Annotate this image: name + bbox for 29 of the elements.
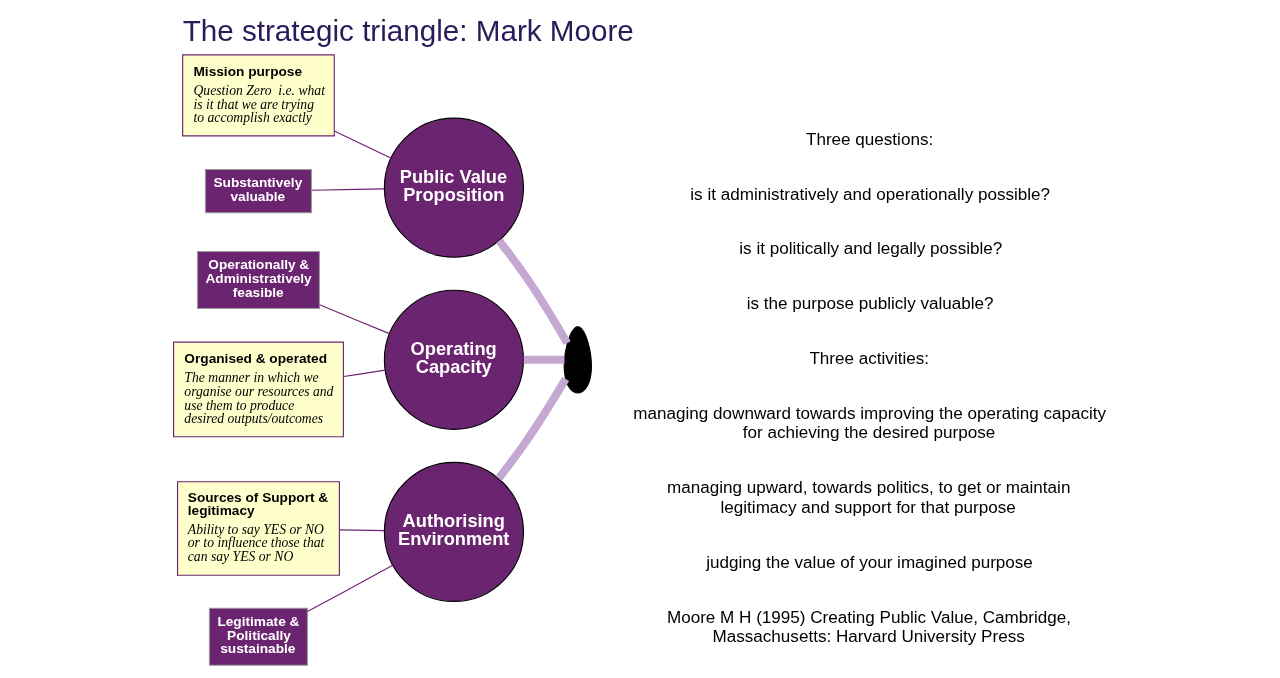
node-box: Legitimate & Politically sustainable <box>208 607 308 666</box>
label: Three activities: <box>808 348 929 368</box>
node-box: Organised & operated The manner in which we organise our resources and use them to produce desired outputs/outcomes <box>172 341 344 438</box>
connector <box>495 238 571 346</box>
label: is the purpose publicly valuable? <box>746 294 994 314</box>
label: managing upward, towards politics, to get or maintain legitimacy and support for that purpose <box>666 478 1070 517</box>
connector <box>342 369 386 378</box>
node-circle: Authorising Environment <box>383 461 524 602</box>
label: judging the value of your imagined purpose <box>705 552 1033 572</box>
connector <box>310 188 385 191</box>
node-circle: Public Value Proposition <box>383 117 524 258</box>
label: is it administratively and operationally possible? <box>689 184 1050 204</box>
node-box: Sources of Support & legitimacy Ability to say YES or NO or to influence those that can say YES or NO <box>176 481 340 576</box>
connector <box>333 130 391 159</box>
connector <box>495 376 569 481</box>
label: Moore M H (1995) Creating Public Value, Cambridge, Massachusetts: Harvard University Press <box>666 608 1071 647</box>
connector <box>338 529 385 532</box>
label: Three questions: <box>805 129 933 149</box>
connector <box>523 355 564 364</box>
label: managing downward towards improving the operating capacity for achieving the desired purpose <box>632 404 1106 443</box>
node-box: Substantively valuable <box>204 168 312 214</box>
node-box: Operationally & Administratively feasible <box>196 250 320 310</box>
connector <box>318 304 390 335</box>
diagram-title: The strategic triangle: Mark Moore <box>182 14 634 48</box>
label: is it politically and legally possible? <box>738 239 1002 259</box>
node-box: Mission purpose Question Zero i.e. what is it that we are trying to accomplish exactly <box>181 54 335 137</box>
node-circle: Operating Capacity <box>383 289 524 430</box>
connector <box>306 564 393 613</box>
node-person <box>563 326 592 394</box>
